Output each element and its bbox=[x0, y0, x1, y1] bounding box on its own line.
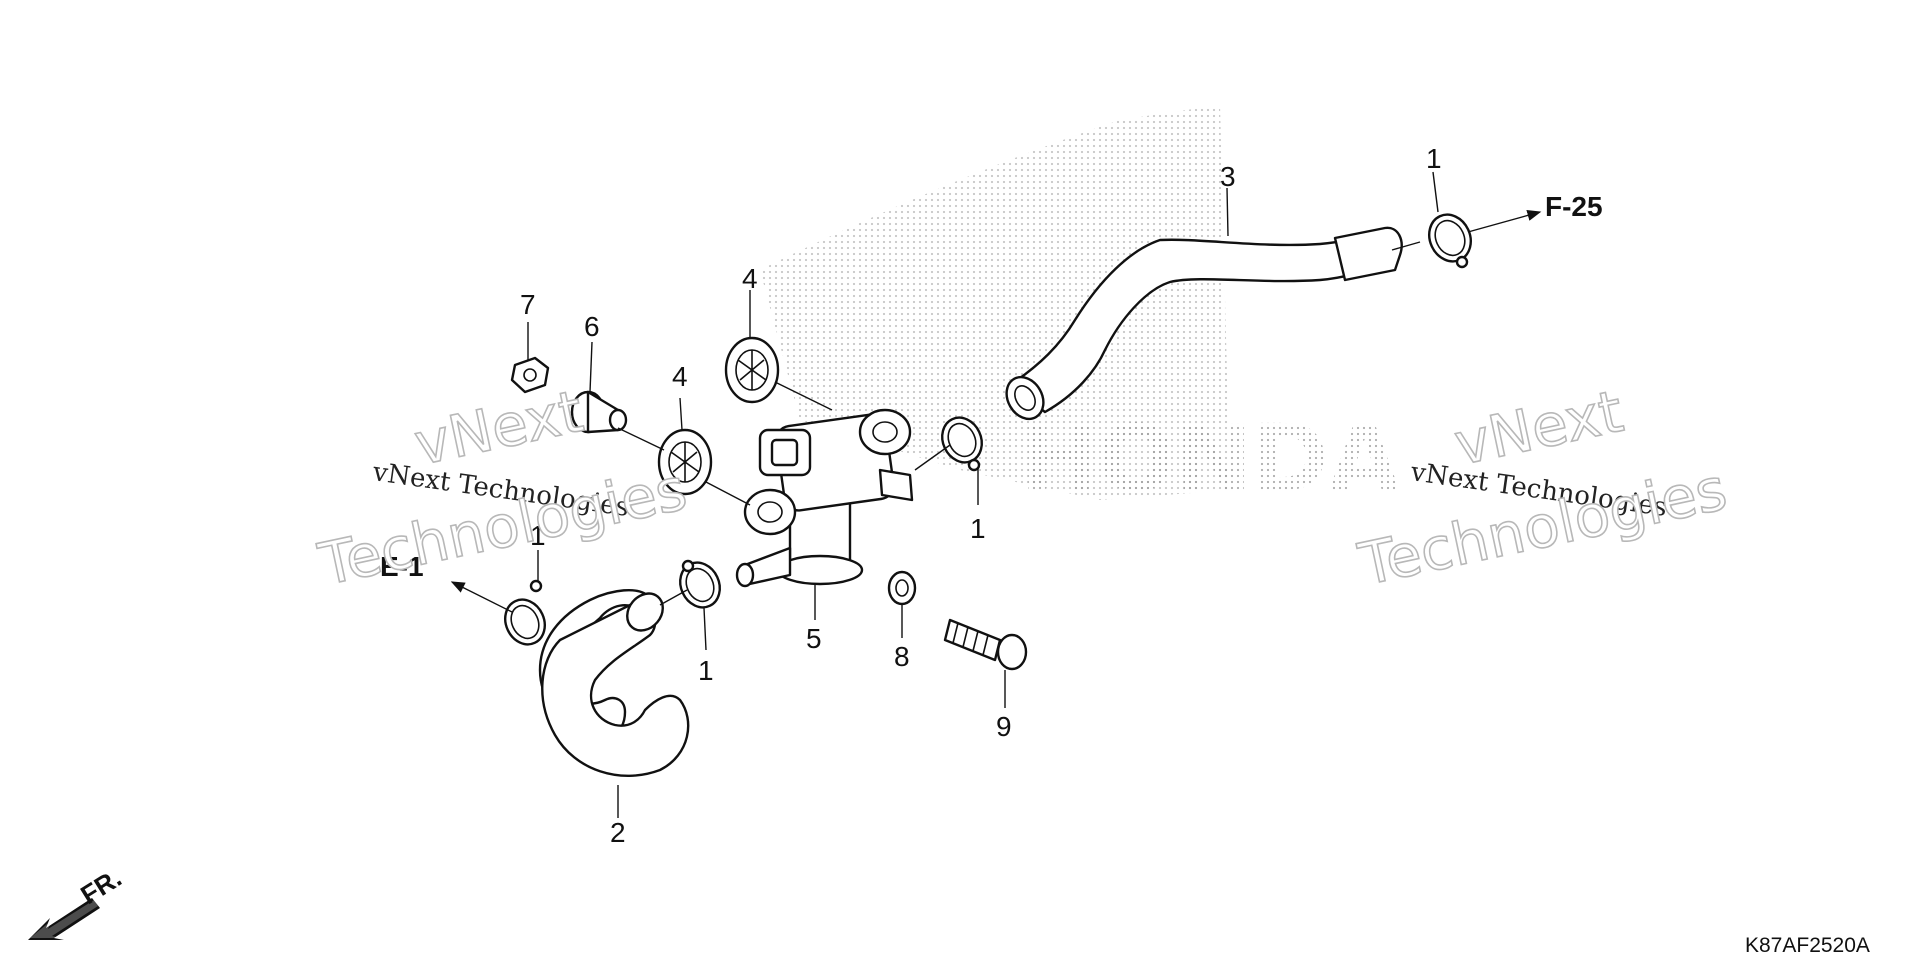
callout-4-upper: 4 bbox=[742, 263, 758, 294]
leader-lines bbox=[527, 171, 1439, 818]
washer-part-8 bbox=[887, 570, 917, 606]
grommet-upper bbox=[724, 336, 780, 404]
grommet-lower bbox=[657, 428, 713, 496]
callout-8: 8 bbox=[894, 641, 910, 672]
callout-1-lower: 1 bbox=[698, 655, 714, 686]
diagram-code: K87AF2520A bbox=[1745, 934, 1870, 957]
hose-clamp-middle bbox=[941, 416, 983, 472]
front-label: FR. bbox=[75, 862, 126, 910]
air-hose-part-3 bbox=[1005, 226, 1403, 421]
callout-1-middle: 1 bbox=[970, 513, 986, 544]
hose-clamp-left bbox=[504, 579, 546, 646]
callout-2: 2 bbox=[610, 817, 626, 848]
callout-9: 9 bbox=[996, 711, 1012, 742]
ref-label-e1[interactable]: E-1 bbox=[380, 551, 424, 582]
callout-1-left: 1 bbox=[530, 520, 546, 551]
flange-nut-part-7 bbox=[510, 356, 550, 394]
hose-clamp-right bbox=[1428, 213, 1472, 269]
ref-label-f25[interactable]: F-25 bbox=[1545, 191, 1603, 222]
bolt-part-9 bbox=[943, 618, 1028, 671]
callout-3: 3 bbox=[1220, 161, 1236, 192]
callout-4-lower: 4 bbox=[672, 361, 688, 392]
reference-arrows bbox=[450, 209, 1542, 613]
callout-7: 7 bbox=[520, 289, 536, 320]
watermark-big-left-line1: vNext bbox=[409, 377, 589, 479]
u-hose-part-2 bbox=[538, 588, 690, 777]
callout-1-right: 1 bbox=[1426, 143, 1442, 174]
watermark-big-right-line1: vNext bbox=[1449, 377, 1629, 479]
brand-ghost-text: HONDA bbox=[1020, 405, 1400, 512]
watermark-left: vNext Technologies vNext Technologies bbox=[312, 376, 693, 600]
callout-6: 6 bbox=[584, 311, 600, 342]
watermark-right: vNext Technologies vNext Technologies bbox=[1352, 376, 1733, 600]
front-direction-indicator: FR. bbox=[28, 862, 127, 940]
hose-clamp-lower bbox=[679, 559, 721, 609]
callout-labels: 3 1 7 6 4 4 1 1 1 5 8 9 2 bbox=[520, 143, 1442, 848]
callout-5: 5 bbox=[806, 623, 822, 654]
air-cutoff-valve-part-5 bbox=[735, 408, 914, 588]
background-silhouette: HONDA bbox=[760, 105, 1400, 512]
collar-part-6 bbox=[570, 390, 628, 434]
